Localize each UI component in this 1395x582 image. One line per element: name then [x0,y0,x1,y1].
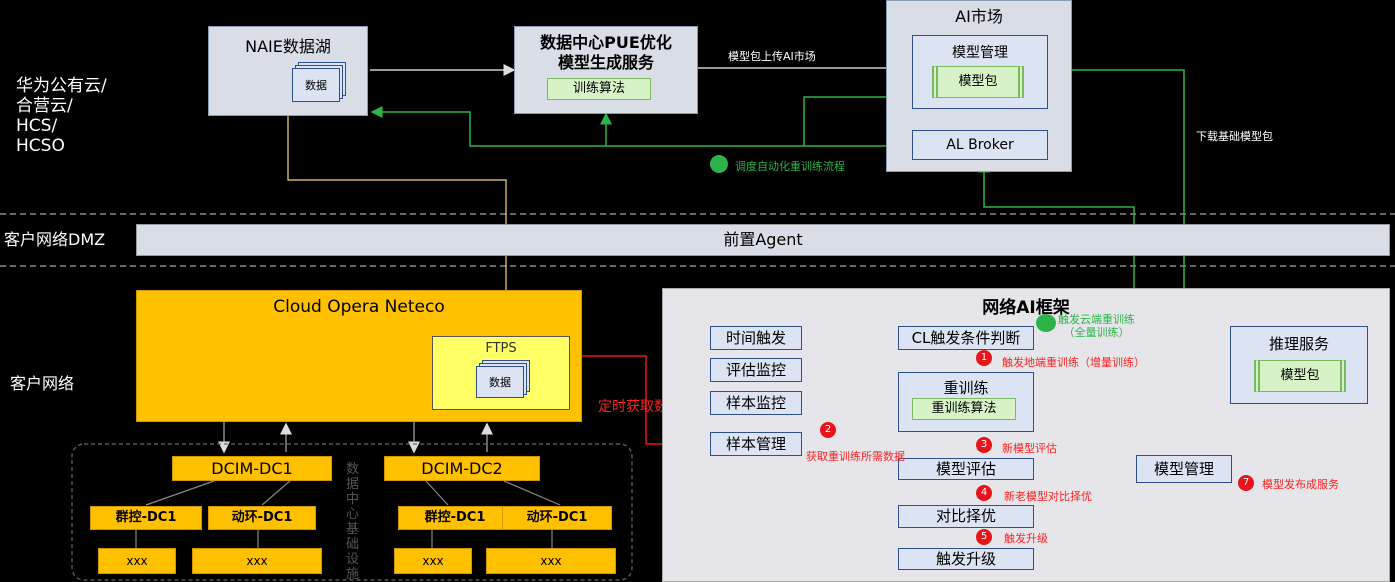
zone-label-customer: 客户网络 [10,374,75,393]
naie-title: NAIE数据湖 [245,37,331,56]
xxx-box-4: xxx [486,548,616,574]
cloud-retrain-label: 触发云端重训练 （全量训练） [1058,313,1135,339]
step-label-7: 模型发布成服务 [1262,478,1339,491]
xxx-box-1: xxx [98,548,176,574]
schedule-dot-icon [710,155,728,173]
schedule-label: 调度自动化重训练流程 [735,160,845,173]
trigger-upgrade: 触发升级 [898,548,1034,570]
cl-judge: CL触发条件判断 [898,326,1034,350]
pue-title-1: 数据中心PUE优化 [540,33,672,52]
step-badge-4: 4 [976,485,992,501]
xxx-box-3: xxx [394,548,472,574]
fetch-data-label: 定时获取数据 [598,399,682,415]
pue-service: 数据中心PUE优化 模型生成服务 [514,26,698,114]
compare-select: 对比择优 [898,505,1034,528]
ai-model-package: 模型包 [932,66,1024,98]
ftps-title: FTPS [485,341,517,356]
ftps-doc-label: 数据 [476,366,524,398]
step-badge-5: 5 [976,529,992,545]
retrain-algo: 重训练算法 [912,398,1016,420]
dcim-dc1: DCIM-DC1 [172,456,332,481]
cloud-retrain-dot-icon [1036,314,1056,332]
pue-training-algo: 训练算法 [547,78,651,100]
framework-model-mgmt: 模型管理 [1136,455,1232,483]
download-label: 下载基础模型包 [1196,130,1273,143]
upload-label: 模型包上传AI市场 [728,50,816,63]
ai-framework-title: 网络AI框架 [982,298,1070,318]
model-eval: 模型评估 [898,458,1034,480]
step-badge-2: 2 [820,422,836,438]
pue-title-2: 模型生成服务 [557,53,654,72]
sample-monitor: 样本监控 [710,391,802,415]
zone-label-cloud: 华为公有云/ 合营云/ HCS/ HCSO [16,76,107,156]
step-label-2: 获取重训练所需数据 [806,450,905,463]
dcim-dc2: DCIM-DC2 [384,456,540,481]
dc2-power-env: 动环-DC1 [502,506,612,530]
naie-document-icon: 数据 [292,62,352,108]
eval-monitor: 评估监控 [710,358,802,382]
step-badge-3: 3 [976,437,992,453]
time-trigger: 时间触发 [710,326,802,350]
step-label-3: 新模型评估 [1002,442,1057,455]
sample-mgmt: 样本管理 [710,432,802,456]
ai-market-title: AI市场 [955,7,1003,26]
neteco-title: Cloud Opera Neteco [273,297,445,317]
front-agent-bar: 前置Agent [136,224,1390,256]
step-badge-1: 1 [976,350,992,366]
al-broker: AL Broker [912,130,1048,160]
dc2-group-control: 群控-DC1 [398,506,512,530]
inference-model-package: 模型包 [1254,360,1346,392]
step-label-1: 触发地端重训练（增量训练） [1002,356,1145,369]
step-badge-7: 7 [1238,475,1254,491]
cloud-retrain-line1: 触发云端重训练 [1058,313,1135,326]
dc1-group-control: 群控-DC1 [90,506,202,530]
inference-title: 推理服务 [1268,335,1329,353]
zone-label-dmz: 客户网络DMZ [4,230,106,249]
naie-doc-label: 数据 [292,68,340,102]
step-label-4: 新老模型对比择优 [1004,490,1092,503]
cloud-retrain-line2: （全量训练） [1063,326,1130,339]
infra-vertical-label: 数据中心基础设施 [346,462,360,582]
xxx-box-2: xxx [192,548,322,574]
step-label-5: 触发升级 [1004,532,1048,545]
ai-model-mgmt-title: 模型管理 [952,45,1008,61]
retrain-title: 重训练 [943,379,989,397]
dc1-power-env: 动环-DC1 [208,506,316,530]
ftps-document-icon: 数据 [476,360,536,406]
